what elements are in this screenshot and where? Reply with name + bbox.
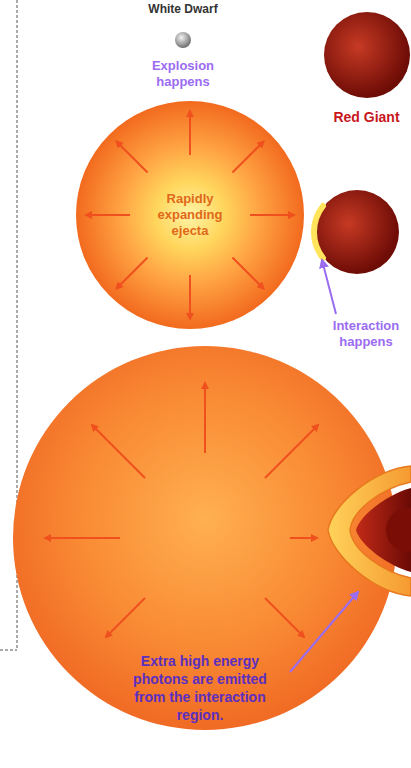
red-giant: Red Giant: [322, 8, 411, 128]
red-giant-middle: [314, 190, 399, 274]
node-label: Red Giant: [322, 109, 411, 126]
expansion-arrow: [250, 214, 294, 216]
red-giant-sphere: [324, 12, 410, 98]
expansion-arrow: [232, 257, 263, 288]
explanation-note: Extra high energy photons are emitted fr…: [116, 652, 284, 724]
white-dwarf: White Dwarf: [138, 2, 228, 52]
white-dwarf-sphere: [175, 32, 191, 48]
expansion-arrow: [86, 214, 130, 216]
expansion-arrow: [116, 257, 147, 288]
expansion-arrow: [232, 141, 263, 172]
node-label: White Dwarf: [138, 2, 228, 16]
node-label: Rapidly expanding ejecta: [144, 191, 236, 239]
ejecta-cloud: Rapidly expanding ejecta: [75, 100, 305, 330]
expansion-arrow: [189, 275, 191, 319]
event-note: Explosion happens: [128, 58, 238, 90]
interaction-region: [328, 466, 411, 596]
event-note: Interaction happens: [322, 318, 410, 350]
expansion-arrow: [116, 141, 147, 172]
ejecta-sphere: [76, 101, 304, 329]
expansion-arrow: [189, 111, 191, 155]
